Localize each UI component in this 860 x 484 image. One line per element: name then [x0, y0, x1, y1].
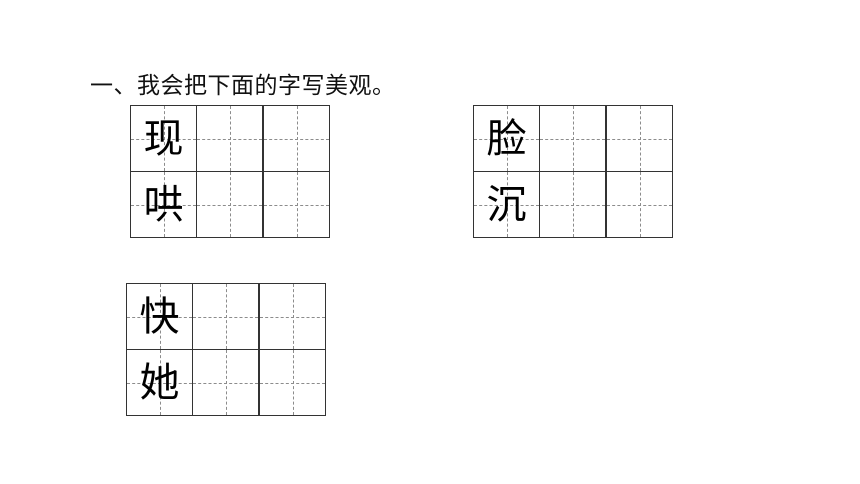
practice-cell[interactable]: [259, 283, 326, 350]
model-character: 脸: [486, 115, 527, 162]
instruction-heading: 一、我会把下面的字写美观。: [90, 73, 396, 99]
practice-cell[interactable]: [192, 349, 259, 416]
model-char-cell: 现: [130, 105, 197, 172]
practice-cell[interactable]: [606, 171, 673, 238]
practice-cell[interactable]: [539, 105, 606, 172]
model-character: 快: [139, 293, 180, 340]
model-character: 哄: [143, 181, 184, 228]
model-character: 沉: [486, 181, 527, 228]
model-char-cell: 她: [126, 349, 193, 416]
practice-cell[interactable]: [192, 283, 259, 350]
model-character: 她: [139, 359, 180, 406]
practice-cell[interactable]: [539, 171, 606, 238]
model-char-cell: 哄: [130, 171, 197, 238]
practice-cell[interactable]: [263, 171, 330, 238]
practice-cell[interactable]: [196, 171, 263, 238]
model-character: 现: [143, 115, 184, 162]
model-char-cell: 快: [126, 283, 193, 350]
practice-cell[interactable]: [263, 105, 330, 172]
practice-cell[interactable]: [196, 105, 263, 172]
model-char-cell: 沉: [473, 171, 540, 238]
practice-cell[interactable]: [259, 349, 326, 416]
practice-cell[interactable]: [606, 105, 673, 172]
model-char-cell: 脸: [473, 105, 540, 172]
